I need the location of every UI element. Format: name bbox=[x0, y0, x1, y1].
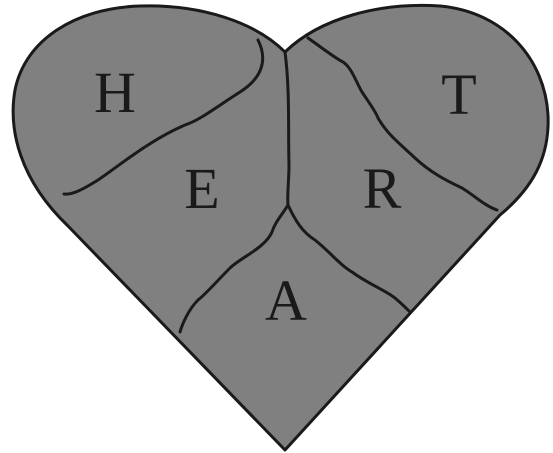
region-label-a: A bbox=[265, 268, 307, 333]
region-label-r: R bbox=[363, 156, 402, 221]
region-label-t: T bbox=[441, 62, 476, 127]
region-label-e: E bbox=[184, 156, 219, 221]
region-label-h: H bbox=[94, 60, 136, 125]
